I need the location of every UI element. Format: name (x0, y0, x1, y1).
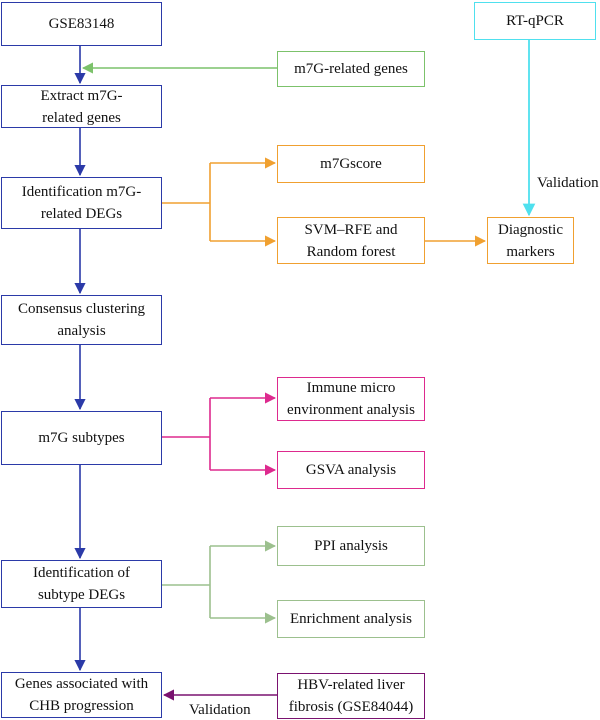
enrichment-analysis-box: Enrichment analysis (277, 600, 425, 638)
chb-progression-label-line2: CHB progression (29, 698, 134, 714)
identification-degs-box: Identification m7G- related DEGs (1, 177, 162, 229)
svm-rfe-label-line2: Random forest (306, 243, 396, 260)
enrichment-analysis-label: Enrichment analysis (289, 611, 413, 627)
m7g-subtypes-box: m7G subtypes (1, 411, 162, 465)
hbv-fibrosis-label-line2: fibrosis (GSE84044) (288, 699, 414, 715)
consensus-clustering-box: Consensus clustering analysis (1, 295, 162, 345)
m7g-subtypes-label: m7G subtypes (38, 430, 125, 446)
m7g-related-genes-box: m7G-related genes (277, 51, 425, 87)
svm-rfe-box: SVM–RFE and Random forest (277, 217, 425, 264)
m7gscore-box: m7Gscore (277, 145, 425, 183)
chb-progression-box: Genes associated with CHB progression (1, 672, 162, 718)
immune-microenvironment-label-line2: environment analysis (287, 402, 415, 418)
connector-identification-branch (162, 163, 211, 241)
identification-degs-label-line1: Identification m7G- (21, 184, 142, 200)
subtype-degs-label-line1: Identification of (32, 565, 131, 581)
connector-subtype-degs-branch (162, 546, 211, 618)
validation-label-bottom: Validation (189, 702, 251, 718)
ppi-analysis-box: PPI analysis (277, 526, 425, 566)
hbv-fibrosis-label-line1: HBV-related liver (297, 677, 405, 693)
hbv-fibrosis-box: HBV-related liver fibrosis (GSE84044) (277, 673, 425, 719)
subtype-degs-label-line2: subtype DEGs (37, 587, 126, 603)
diagnostic-markers-label-line1: Diagnostic (498, 221, 563, 238)
immune-microenvironment-box: Immune micro environment analysis (277, 377, 425, 421)
validation-label-top: Validation (537, 175, 599, 191)
ppi-analysis-label: PPI analysis (314, 538, 388, 554)
diagnostic-markers-label-line2: markers (506, 243, 555, 260)
extract-genes-label-line1: Extract m7G- (40, 87, 123, 104)
identification-degs-label-line2: related DEGs (40, 206, 123, 222)
m7g-related-genes-label: m7G-related genes (294, 61, 408, 77)
chb-progression-label-line1: Genes associated with (14, 676, 149, 692)
consensus-clustering-label-line2: analysis (57, 323, 106, 339)
svm-rfe-label-line1: SVM–RFE and (304, 221, 398, 238)
consensus-clustering-label-line1: Consensus clustering (17, 301, 146, 317)
m7gscore-label: m7Gscore (320, 156, 382, 172)
gsva-analysis-label: GSVA analysis (305, 462, 397, 478)
diagnostic-markers-box: Diagnostic markers (487, 217, 574, 264)
connector-subtypes-branch (162, 398, 211, 470)
subtype-degs-box: Identification of subtype DEGs (1, 560, 162, 608)
rt-qpcr-label: RT-qPCR (506, 13, 564, 29)
gse83148-box: GSE83148 (1, 2, 162, 46)
gsva-analysis-box: GSVA analysis (277, 451, 425, 489)
rt-qpcr-box: RT-qPCR (474, 2, 596, 40)
gse83148-label: GSE83148 (48, 16, 115, 32)
extract-genes-box: Extract m7G- related genes (1, 85, 162, 128)
immune-microenvironment-label-line1: Immune micro (306, 380, 396, 396)
extract-genes-label-line2: related genes (42, 109, 121, 126)
